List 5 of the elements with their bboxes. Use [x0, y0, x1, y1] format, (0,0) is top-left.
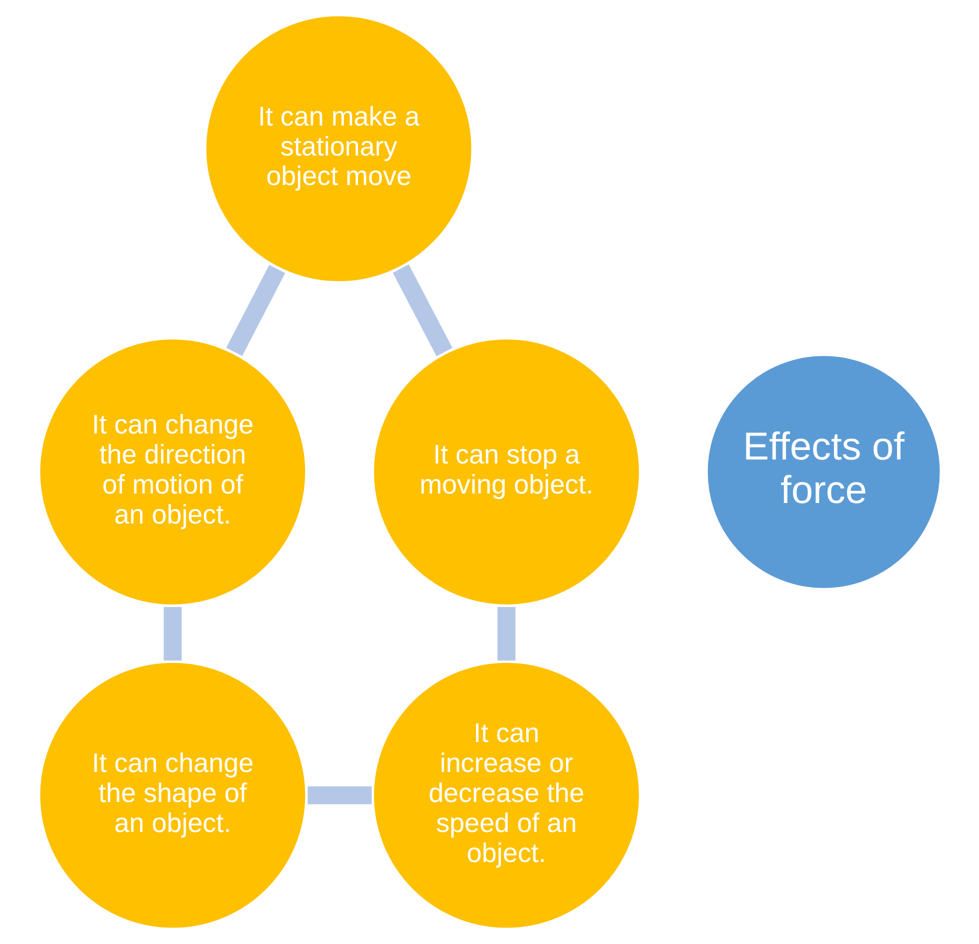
connector [163, 607, 182, 660]
connector [226, 264, 285, 356]
connector [392, 264, 452, 356]
connector [496, 607, 515, 660]
connector [307, 786, 372, 804]
